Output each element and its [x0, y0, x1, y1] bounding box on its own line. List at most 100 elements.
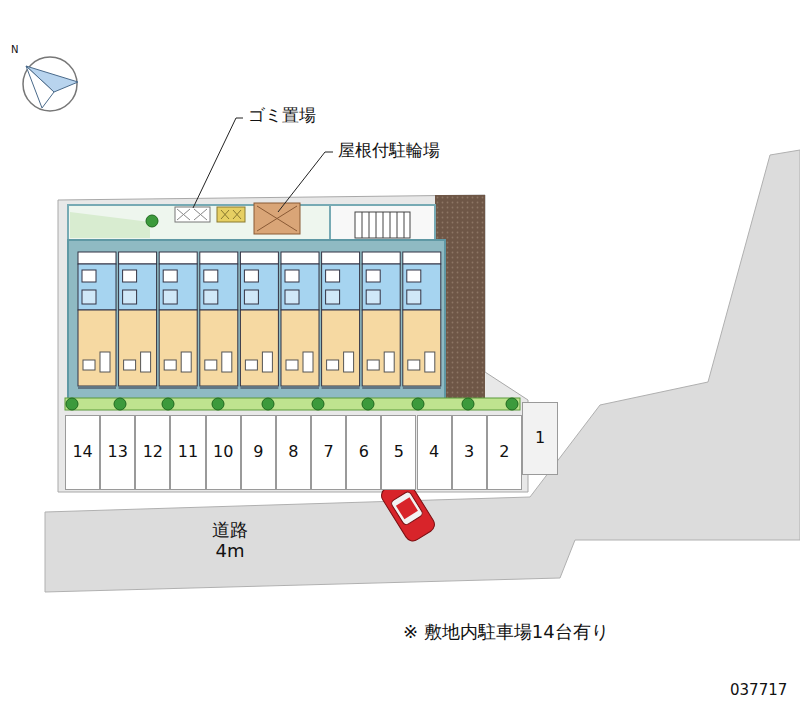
- unit-entry: [78, 252, 116, 264]
- unit-furniture: [408, 360, 420, 370]
- shrub: [162, 398, 174, 410]
- units: [78, 252, 441, 388]
- unit-balcony: [403, 388, 441, 389]
- space-number: 14: [72, 443, 92, 461]
- unit-balcony: [200, 388, 238, 389]
- hedge: [65, 398, 520, 410]
- site-lot: [58, 195, 528, 492]
- unit-fixture: [326, 290, 340, 304]
- stairs: [355, 212, 410, 238]
- unit-fixture: [82, 290, 96, 304]
- unit-furniture: [245, 360, 257, 370]
- unit-furniture: [425, 352, 435, 372]
- unit-entry: [281, 252, 319, 264]
- unit-furniture: [181, 352, 191, 372]
- unit-fixture: [285, 290, 299, 304]
- unit-fixture: [407, 270, 421, 282]
- stair-steps: [362, 212, 404, 238]
- parking-space: 12: [135, 415, 170, 490]
- unit-fixture: [407, 290, 421, 304]
- unit-wet-area: [200, 264, 238, 310]
- garbage-box: [175, 207, 210, 222]
- unit-fixture: [123, 270, 137, 282]
- unit-furniture: [100, 352, 110, 372]
- shrub: [412, 398, 424, 410]
- road-area: [45, 150, 800, 592]
- parking-space: 1: [522, 402, 558, 475]
- unit-fixture: [366, 290, 380, 304]
- unit-fixture: [326, 270, 340, 282]
- space-number: 4: [429, 443, 439, 461]
- space-number: 10: [213, 443, 233, 461]
- space-number: 8: [288, 443, 298, 461]
- space-number: 9: [253, 443, 263, 461]
- unit-furniture: [124, 360, 136, 370]
- unit-entry: [119, 252, 157, 264]
- shrub: [262, 398, 274, 410]
- space-number: 2: [499, 443, 509, 461]
- unit-furniture: [141, 352, 151, 372]
- space-number: 6: [359, 443, 369, 461]
- unit-wet-area: [362, 264, 400, 310]
- shrub: [362, 398, 374, 410]
- space-number: 11: [178, 443, 198, 461]
- unit-fixture: [82, 270, 96, 282]
- unit-balcony: [362, 388, 400, 389]
- unit-fixture: [244, 290, 258, 304]
- unit-entry: [159, 252, 197, 264]
- unit-fixture: [204, 270, 218, 282]
- shrub: [66, 398, 78, 410]
- space-number: 13: [108, 443, 128, 461]
- parking-space: 3: [452, 415, 487, 490]
- parking-space: 4: [417, 415, 452, 490]
- unit-furniture: [262, 352, 272, 372]
- parking-space: 10: [206, 415, 241, 490]
- yellow-mark: [221, 210, 241, 219]
- unit-room: [322, 310, 360, 386]
- callout-label: ゴミ置場: [248, 106, 316, 126]
- unit-wet-area: [281, 264, 319, 310]
- parking-space: 8: [276, 415, 311, 490]
- shrub: [312, 398, 324, 410]
- unit-furniture: [344, 352, 354, 372]
- unit-balcony: [159, 388, 197, 389]
- unit-room: [159, 310, 197, 386]
- unit-furniture: [384, 352, 394, 372]
- compass-needle: [26, 66, 54, 108]
- unit-furniture: [367, 360, 379, 370]
- unit-furniture: [327, 360, 339, 370]
- unit-entry: [240, 252, 278, 264]
- unit-wet-area: [240, 264, 278, 310]
- unit-entry: [403, 252, 441, 264]
- unit-furniture: [205, 360, 217, 370]
- unit-room: [78, 310, 116, 386]
- north-mark: N: [11, 44, 18, 56]
- leader-line: [193, 118, 243, 208]
- unit-fixture: [244, 270, 258, 282]
- parking-space: 11: [170, 415, 205, 490]
- parking-space: 14: [65, 415, 100, 490]
- garbage-mark: [177, 209, 207, 220]
- unit-entry: [200, 252, 238, 264]
- unit-fixture: [366, 270, 380, 282]
- unit-room: [362, 310, 400, 386]
- unit-room: [403, 310, 441, 386]
- road-text: 4m: [216, 541, 245, 562]
- bike-mark: [257, 206, 297, 231]
- unit-room: [200, 310, 238, 386]
- unit-room: [240, 310, 278, 386]
- space-number: 5: [394, 443, 404, 461]
- parking-space: 5: [381, 415, 416, 490]
- parking-space: 6: [346, 415, 381, 490]
- unit-room: [119, 310, 157, 386]
- unit-balcony: [281, 388, 319, 389]
- unit-furniture: [222, 352, 232, 372]
- parking-space: 9: [241, 415, 276, 490]
- shrub: [114, 398, 126, 410]
- road-text: 道路: [212, 520, 248, 541]
- unit-furniture: [83, 360, 95, 370]
- unit-fixture: [163, 270, 177, 282]
- car-roof: [390, 491, 423, 526]
- unit-furniture: [164, 360, 176, 370]
